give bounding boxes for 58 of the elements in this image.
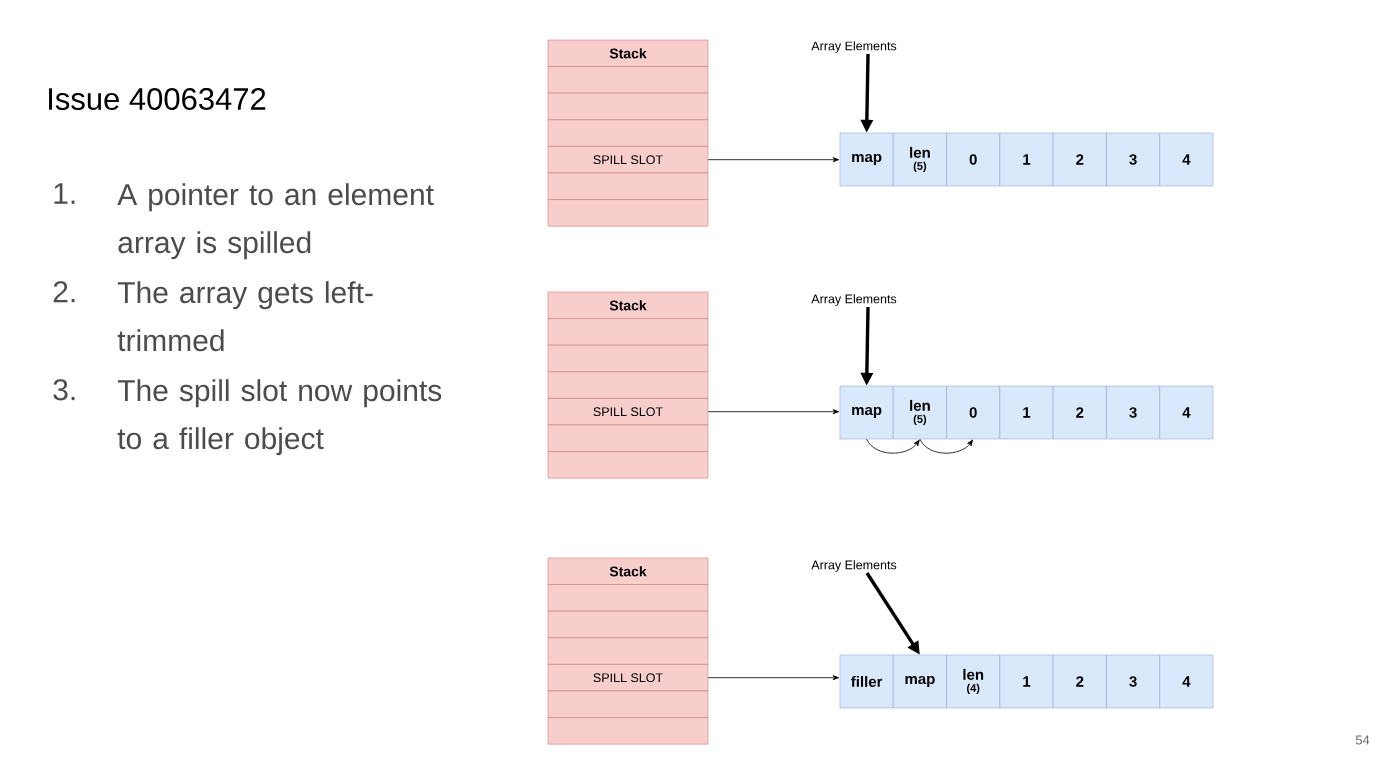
empty-stack-cell (547, 424, 709, 452)
empty-stack-cell (547, 451, 709, 479)
array-cell: 2 (1052, 132, 1107, 187)
array-cell: map (839, 385, 894, 440)
array-cell: map (893, 654, 947, 709)
array-cell: filler (839, 654, 894, 709)
list-number: 2. (53, 281, 75, 303)
array-cell: 3 (1106, 385, 1160, 440)
empty-stack-cell (547, 371, 709, 399)
array-label: Array Elements (811, 294, 897, 306)
empty-stack-cell (547, 172, 709, 200)
list-text: The spill slot now points to a filler object (117, 379, 442, 456)
array-cell: 2 (1052, 385, 1107, 440)
array-cell: len (4) (946, 654, 1001, 709)
empty-stack-cell (547, 584, 709, 612)
list-text: The array gets left-trimmed (117, 281, 373, 352)
empty-stack-cell (547, 690, 709, 718)
list-number: 3. (53, 379, 75, 401)
array-cell: 0 (946, 385, 1001, 440)
slide-title: Issue 40063472 (49, 88, 266, 110)
array-cell: 3 (1106, 132, 1160, 187)
array-cell: 3 (1106, 654, 1160, 709)
stack-cell: Stack (547, 557, 709, 585)
array-cell: map (839, 132, 894, 187)
stack-cell: SPILL SLOT (547, 146, 709, 174)
list-number: 1. (54, 183, 75, 204)
arrow (707, 409, 839, 415)
array-cell: 1 (999, 385, 1054, 440)
list-text: A pointer to an element array is spilled (117, 183, 434, 260)
stack-cell: Stack (547, 291, 709, 319)
array-cell: len (5) (893, 385, 947, 440)
array-cell: len (5) (893, 132, 947, 187)
empty-stack-cell (547, 318, 709, 346)
empty-stack-cell (547, 66, 709, 94)
page-number: 54 (1355, 735, 1370, 745)
array-label: Array Elements (811, 41, 897, 53)
array-cell: 2 (1052, 654, 1107, 709)
array-cell: 4 (1159, 385, 1214, 440)
array-label: Array Elements (811, 560, 897, 572)
empty-stack-cell (547, 199, 709, 227)
stack-cell: Stack (547, 39, 709, 67)
empty-stack-cell (547, 345, 709, 372)
array-cell: 1 (999, 132, 1054, 187)
empty-stack-cell (547, 119, 709, 147)
stack-cell: SPILL SLOT (547, 664, 709, 692)
empty-stack-cell (547, 717, 709, 745)
arrow (919, 438, 973, 454)
array-cell: 4 (1159, 132, 1214, 187)
stack-cell: SPILL SLOT (547, 398, 709, 426)
empty-stack-cell (547, 637, 709, 665)
empty-stack-cell (547, 611, 709, 638)
array-cell: 1 (999, 654, 1054, 709)
array-cell: 4 (1159, 654, 1214, 709)
array-cell: 0 (946, 132, 1001, 187)
arrow (707, 157, 839, 163)
arrow (866, 438, 920, 454)
empty-stack-cell (547, 93, 709, 120)
arrow (707, 675, 839, 681)
